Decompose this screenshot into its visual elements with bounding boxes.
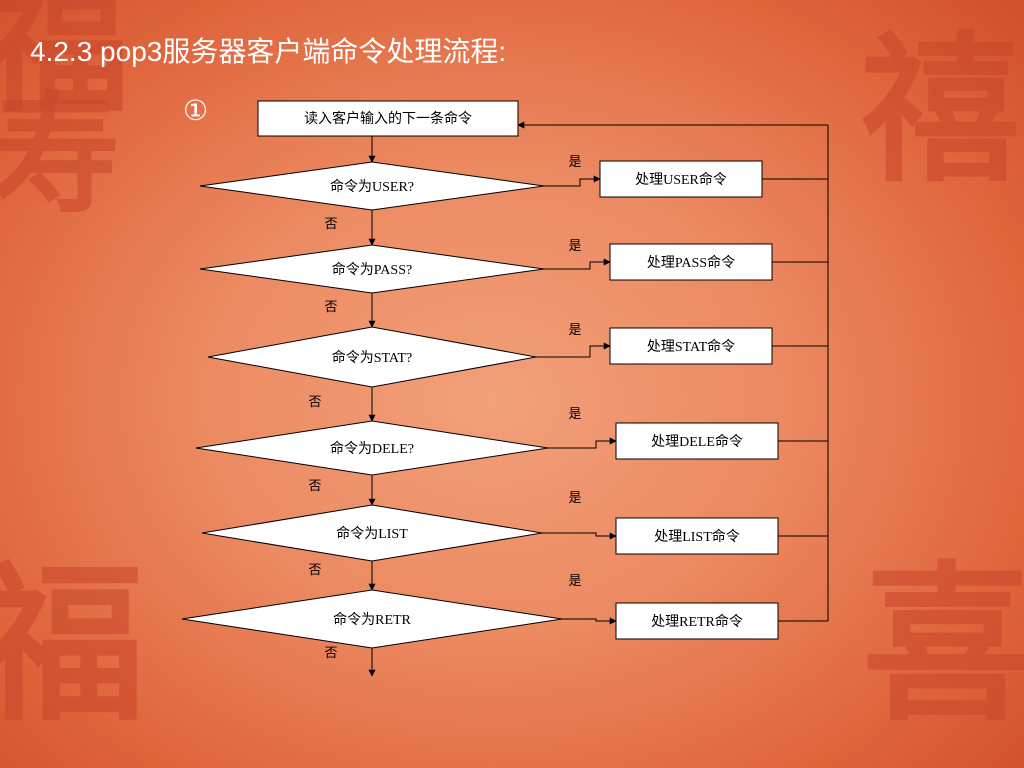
action-stat: 处理STAT命令	[609, 327, 773, 365]
edge-no-pass-label: 否	[324, 299, 337, 314]
edge-no-stat-label: 否	[308, 394, 321, 409]
step-marker: ①	[183, 94, 209, 127]
edge-yes-list-label: 是	[568, 490, 581, 505]
action-user-label: 处理USER命令	[635, 171, 727, 188]
start-node: 读入客户输入的下一条命令	[257, 100, 519, 137]
decision-stat-label: 命令为STAT?	[332, 349, 413, 366]
start-node-box	[257, 100, 519, 137]
edge-yes-pass-label: 是	[568, 238, 581, 253]
action-retr-label: 处理RETR命令	[651, 613, 743, 630]
action-dele-box	[615, 422, 779, 460]
edge-yes-retr-label: 是	[568, 573, 581, 588]
action-dele-label: 处理DELE命令	[651, 433, 743, 450]
action-retr: 处理RETR命令	[615, 602, 779, 640]
edge-yes-user-label: 是	[568, 154, 581, 169]
edge-yes-stat-label: 是	[568, 322, 581, 337]
decision-pass: 命令为PASS?	[199, 244, 545, 294]
edge-no-user-label: 否	[324, 216, 337, 231]
edge-no-dele-label: 否	[308, 478, 321, 493]
action-list: 处理LIST命令	[615, 517, 779, 555]
edge-yes-stat	[536, 342, 611, 358]
edge-yes-dele	[548, 437, 617, 449]
action-stat-label: 处理STAT命令	[647, 338, 735, 355]
decision-dele: 命令为DELE?	[195, 420, 549, 476]
watermark-glyph-top-left: 福	[0, 0, 131, 133]
action-user-box	[599, 160, 763, 198]
edge-no-list-label: 否	[308, 562, 321, 577]
start-node-label: 读入客户输入的下一条命令	[304, 110, 472, 127]
decision-list-label: 命令为LIST	[336, 525, 408, 542]
action-list-box	[615, 517, 779, 555]
decision-list: 命令为LIST	[201, 504, 543, 562]
edge-yes-pass	[544, 258, 611, 270]
watermark-glyph-bottom-right: 喜	[862, 545, 1024, 745]
decision-user: 命令为USER?	[199, 161, 545, 211]
slide-title: 4.2.3 pop3服务器客户端命令处理流程:	[30, 36, 507, 67]
decision-user-label: 命令为USER?	[330, 178, 414, 195]
action-pass-box	[609, 243, 773, 281]
watermark-glyph-top-right: 禧	[860, 16, 1021, 204]
decision-pass-label: 命令为PASS?	[332, 261, 412, 278]
edge-no-retr-label: 否	[324, 645, 337, 660]
decision-dele-label: 命令为DELE?	[330, 440, 414, 457]
decision-retr-label: 命令为RETR	[333, 611, 411, 628]
watermark-glyph-bottom-left: 福	[0, 545, 146, 745]
action-nodes: 处理USER命令处理PASS命令处理STAT命令处理DELE命令处理LIST命令…	[599, 160, 779, 640]
edge-yes-dele-label: 是	[568, 406, 581, 421]
watermark-glyph-mid-left: 寿	[0, 78, 121, 231]
decision-nodes: 命令为USER? 命令为PASS? 命令为STAT? 命令为DELE? 命令为LIST 命…	[181, 161, 563, 649]
edge-yes-list	[542, 532, 617, 540]
action-retr-box	[615, 602, 779, 640]
action-stat-box	[609, 327, 773, 365]
decision-stat: 命令为STAT?	[207, 326, 537, 388]
action-dele: 处理DELE命令	[615, 422, 779, 460]
edge-yes-retr	[562, 617, 617, 625]
action-user: 处理USER命令	[599, 160, 763, 198]
decision-retr: 命令为RETR	[181, 589, 563, 649]
edge-yes-user	[544, 175, 601, 187]
action-pass: 处理PASS命令	[609, 243, 773, 281]
action-list-label: 处理LIST命令	[654, 528, 740, 545]
action-pass-label: 处理PASS命令	[647, 254, 735, 271]
